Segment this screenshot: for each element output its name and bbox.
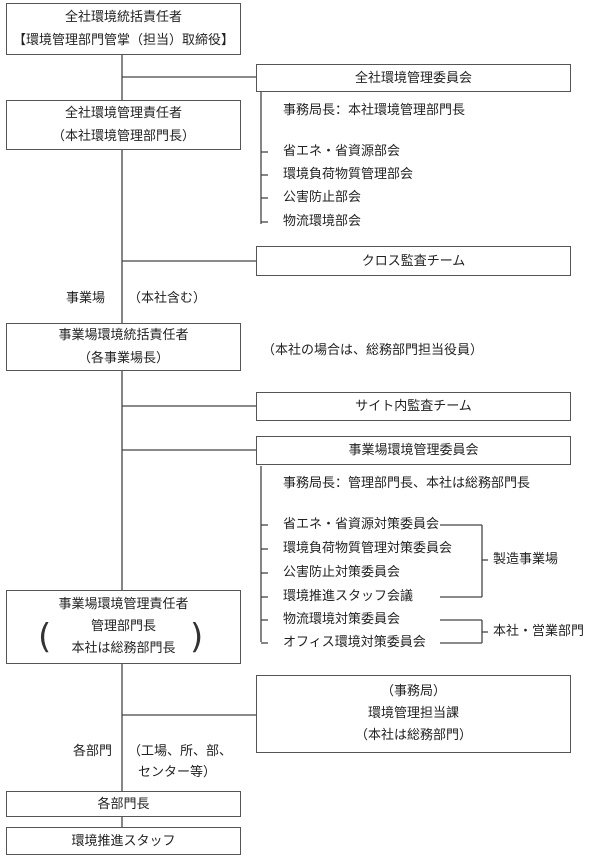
site-subcommittee-5: 物流環境対策委員会 [283,612,401,627]
site-subcommittee-3: 公害防止対策委員会 [283,565,401,580]
environmental-staff-box: 環境推進スタッフ [6,827,241,855]
headoffice-sales-label: 本社・営業部門 [493,624,585,639]
manufacturing-sites-label: 製造事業場 [493,552,559,567]
site-subcommittee-1: 省エネ・省資源対策委員会 [283,517,440,532]
cross-audit-team-label: クロス監査チーム [361,253,466,269]
site-subcommittee-4: 環境推進スタッフ会議 [283,589,414,604]
company-subcommittee-3: 公害防止部会 [283,190,362,205]
site-supervisor-role: （各事業場長） [77,351,169,366]
company-supervisor-role: 【環境管理部門管掌（担当）取締役】 [12,33,234,48]
site-label-note: （本社含む） [128,291,207,306]
company-subcommittee-2: 環境負荷物質管理部会 [283,167,414,182]
company-manager-role: （本社環境管理部門長） [51,129,195,144]
site-supervisor-headoffice-note: （本社の場合は、総務部門担当役員） [262,343,484,358]
site-committee-title: 事業場環境管理委員会 [348,443,479,458]
department-head-box: 各部門長 [6,791,241,817]
site-environmental-manager-box: 事業場環境管理責任者 管理部門長 本社は総務部門長 [6,590,241,664]
secretariat-section: 環境管理担当課 [367,706,459,721]
department-label: 各部門 [73,744,113,759]
company-committee-box: 全社環境管理委員会 [256,64,571,92]
company-manager-title: 全社環境管理責任者 [64,106,182,121]
site-committee-secretariat: 事務局長：管理部門長、本社は総務部門長 [283,476,531,491]
site-audit-team-box: サイト内監査チーム [256,392,571,421]
site-environmental-supervisor-box: 事業場環境統括責任者 （各事業場長） [6,323,241,371]
site-manager-title: 事業場環境管理責任者 [58,597,189,612]
left-paren-glyph: ( [38,617,52,657]
site-supervisor-title: 事業場環境統括責任者 [58,328,189,343]
site-manager-role-2: 本社は総務部門長 [71,641,176,656]
secretariat-headoffice-note: （本社は総務部門） [354,728,472,743]
site-manager-role-1: 管理部門長 [90,619,156,634]
environmental-staff-label: 環境推進スタッフ [71,833,176,849]
site-subcommittee-2: 環境負荷物質管理対策委員会 [283,541,453,556]
department-note-2: センター等） [138,765,217,780]
company-supervisor-title: 全社環境統括責任者 [64,10,182,25]
company-subcommittee-4: 物流環境部会 [283,214,362,229]
cross-audit-team-box: クロス監査チーム [256,246,571,276]
site-subcommittee-6: オフィス環境対策委員会 [283,635,426,650]
site-label: 事業場 [66,291,106,306]
company-environmental-manager-box: 全社環境管理責任者 （本社環境管理部門長） [6,100,241,150]
department-head-label: 各部門長 [97,796,150,812]
secretariat-label: （事務局） [380,684,446,699]
secretariat-box: （事務局） 環境管理担当課 （本社は総務部門） [256,675,571,753]
company-subcommittee-1: 省エネ・省資源部会 [283,144,401,159]
company-environmental-supervisor-box: 全社環境統括責任者 【環境管理部門管掌（担当）取締役】 [6,3,241,55]
company-committee-secretariat: 事務局長：本社環境管理部門長 [283,103,466,118]
company-committee-title: 全社環境管理委員会 [354,70,472,86]
right-paren-glyph: ) [190,617,204,657]
site-committee-box: 事業場環境管理委員会 [256,436,571,465]
site-audit-team-label: サイト内監査チーム [355,399,472,414]
department-note-1: （工場、所、部、 [128,744,233,759]
